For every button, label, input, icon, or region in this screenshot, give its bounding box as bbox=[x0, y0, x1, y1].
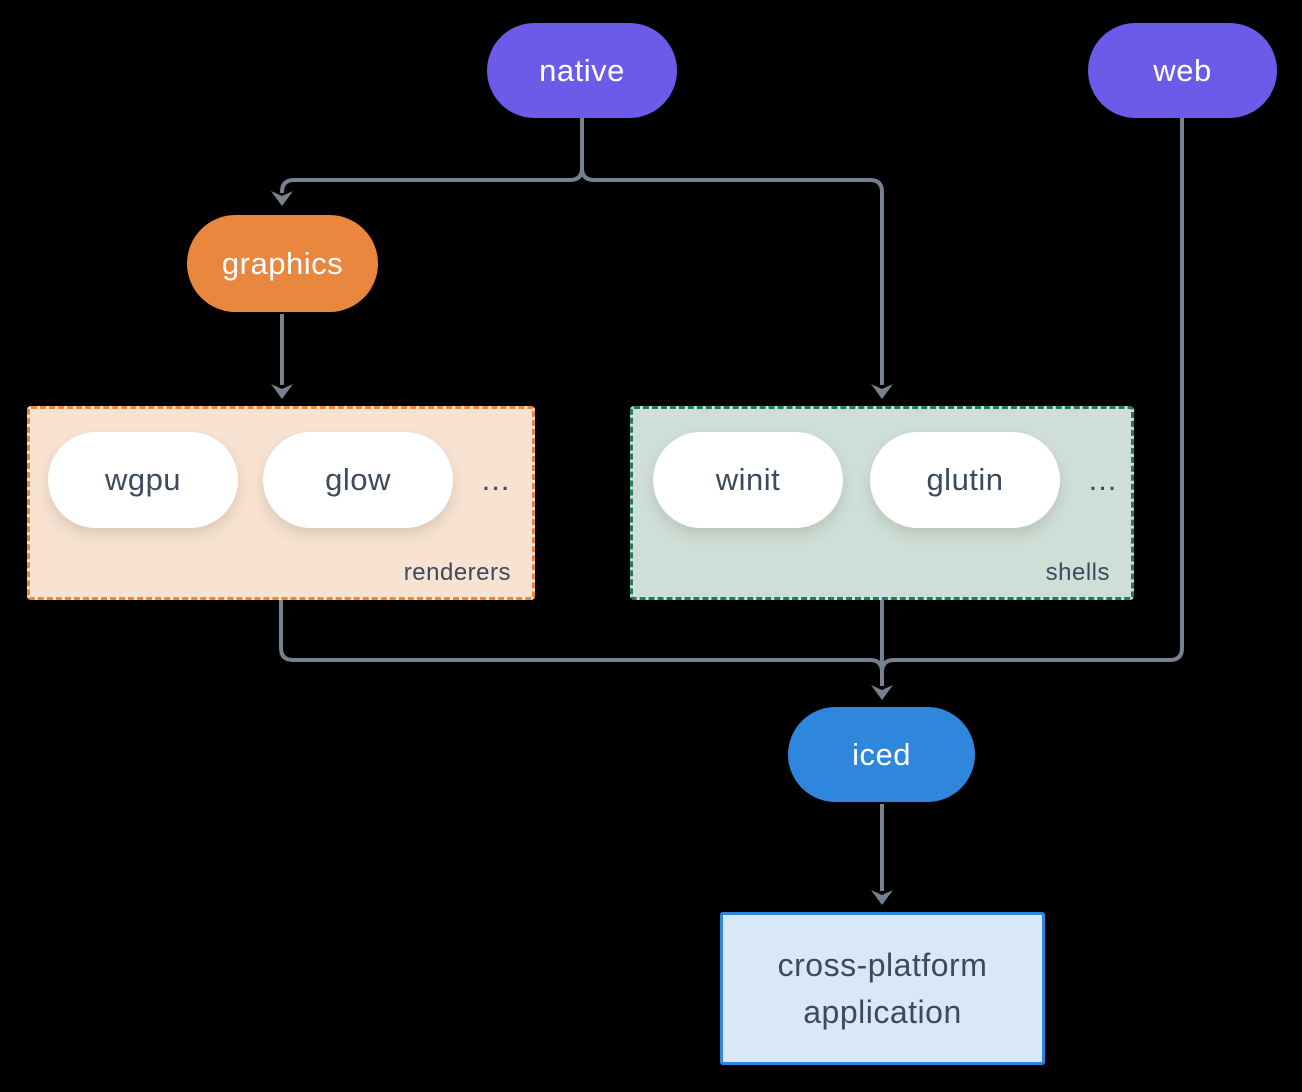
app-label-line1: cross-platform bbox=[777, 946, 988, 983]
node-glow-label: glow bbox=[325, 462, 391, 497]
arrowhead-into-renderers bbox=[271, 384, 293, 399]
node-native-label: native bbox=[539, 52, 625, 88]
node-wgpu-label: wgpu bbox=[104, 462, 182, 497]
connector-native-to-shells bbox=[580, 167, 884, 385]
node-graphics-label: graphics bbox=[221, 245, 344, 281]
node-cross-platform-application: cross-platform application bbox=[720, 912, 1045, 1065]
renderers-group-label: renderers bbox=[403, 559, 511, 586]
node-web: web bbox=[1088, 23, 1277, 118]
renderers-ellipsis: ... bbox=[481, 462, 511, 497]
node-winit: winit bbox=[653, 432, 843, 528]
node-glutin: glutin bbox=[870, 432, 1060, 528]
node-glow: glow bbox=[263, 432, 453, 528]
arrowhead-into-graphics bbox=[271, 191, 293, 206]
group-renderers: wgpu glow ... renderers bbox=[27, 406, 535, 600]
node-native: native bbox=[487, 23, 677, 118]
group-shells: winit glutin ... shells bbox=[630, 406, 1134, 600]
node-iced: iced bbox=[788, 707, 975, 802]
node-winit-label: winit bbox=[715, 462, 781, 497]
connector-native-to-graphics bbox=[280, 118, 584, 194]
node-glutin-label: glutin bbox=[926, 462, 1004, 497]
connector-renderers-to-iced bbox=[279, 600, 884, 673]
arrowhead-into-iced bbox=[871, 685, 893, 700]
shells-ellipsis: ... bbox=[1088, 462, 1118, 497]
node-iced-label: iced bbox=[852, 736, 911, 772]
node-wgpu: wgpu bbox=[48, 432, 238, 528]
arrowhead-into-shells bbox=[871, 384, 893, 399]
app-label-line2: application bbox=[803, 993, 962, 1030]
shells-group-label: shells bbox=[1045, 559, 1110, 586]
arrowhead-into-application bbox=[871, 890, 893, 905]
node-graphics: graphics bbox=[187, 215, 378, 312]
node-web-label: web bbox=[1153, 52, 1212, 88]
